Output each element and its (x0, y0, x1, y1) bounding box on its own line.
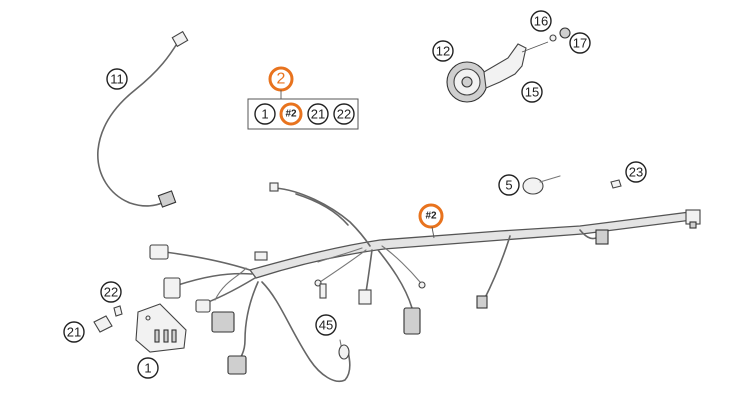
callout-15-label: 15 (525, 85, 539, 100)
box-item-22-label: 22 (337, 107, 351, 122)
callout-11: 11 (106, 68, 128, 90)
callout-22-clip-label: 22 (104, 285, 118, 300)
left-connector-5 (227, 355, 247, 375)
main-wiring-harness (149, 182, 701, 382)
callout-17: 17 (569, 32, 591, 54)
callout-12-label: 12 (436, 44, 450, 59)
part-17-nut (549, 27, 571, 42)
part-22-screw (113, 305, 123, 317)
part-15-bracket (483, 43, 527, 89)
harness-connector-c (476, 295, 488, 309)
part-12-horn (446, 41, 549, 103)
callout-22-clip: 22 (100, 281, 122, 303)
part-11-top-connector (171, 30, 189, 48)
part-1-bracket (135, 303, 187, 353)
harness-top-terminal (269, 182, 279, 192)
box-item-2-label: #2 (285, 109, 297, 120)
part-23-screw (610, 179, 622, 189)
left-connector-4 (211, 311, 235, 333)
callout-23-label: 23 (629, 165, 643, 180)
box-item-1-label: 1 (261, 107, 268, 122)
callout-15: 15 (521, 81, 543, 103)
harness-connector-b (403, 307, 421, 335)
harness-connector-a (358, 289, 372, 305)
callout-1-bracket: 1 (137, 357, 159, 379)
callout-5-label: 5 (505, 178, 512, 193)
callout-2-harness-label: #2 (425, 211, 437, 222)
part-11-bottom-connector (157, 190, 177, 208)
callout-1-bracket-label: 1 (144, 361, 151, 376)
part-21-clip (93, 315, 113, 333)
left-connector-1 (149, 244, 169, 260)
callout-2-group: 2 1 #2 21 22 (247, 66, 359, 130)
callout-12: 12 (432, 40, 454, 62)
callout-21-clip: 21 (63, 321, 85, 343)
left-connector-2 (163, 277, 181, 299)
part-11-cable (97, 30, 189, 208)
callout-11-label: 11 (110, 72, 124, 87)
callout-45-label: 45 (319, 318, 333, 333)
left-connector-3 (195, 299, 211, 313)
harness-connector-d (595, 229, 609, 245)
part-5-cable-tie (522, 175, 561, 195)
callout-2-harness: #2 (418, 203, 444, 239)
callout-2-group-label: 2 (277, 71, 286, 88)
callout-16: 16 (530, 10, 552, 32)
callout-17-label: 17 (573, 36, 587, 51)
box-item-21-label: 21 (311, 107, 325, 122)
callout-23: 23 (625, 161, 647, 183)
callout-21-clip-label: 21 (67, 325, 81, 340)
callout-45: 45 (315, 314, 337, 336)
harness-fuse (319, 283, 327, 299)
callout-16-label: 16 (534, 14, 548, 29)
part-45-terminal (338, 344, 350, 360)
harness-small-terminal (254, 251, 268, 261)
callout-5: 5 (498, 174, 520, 196)
